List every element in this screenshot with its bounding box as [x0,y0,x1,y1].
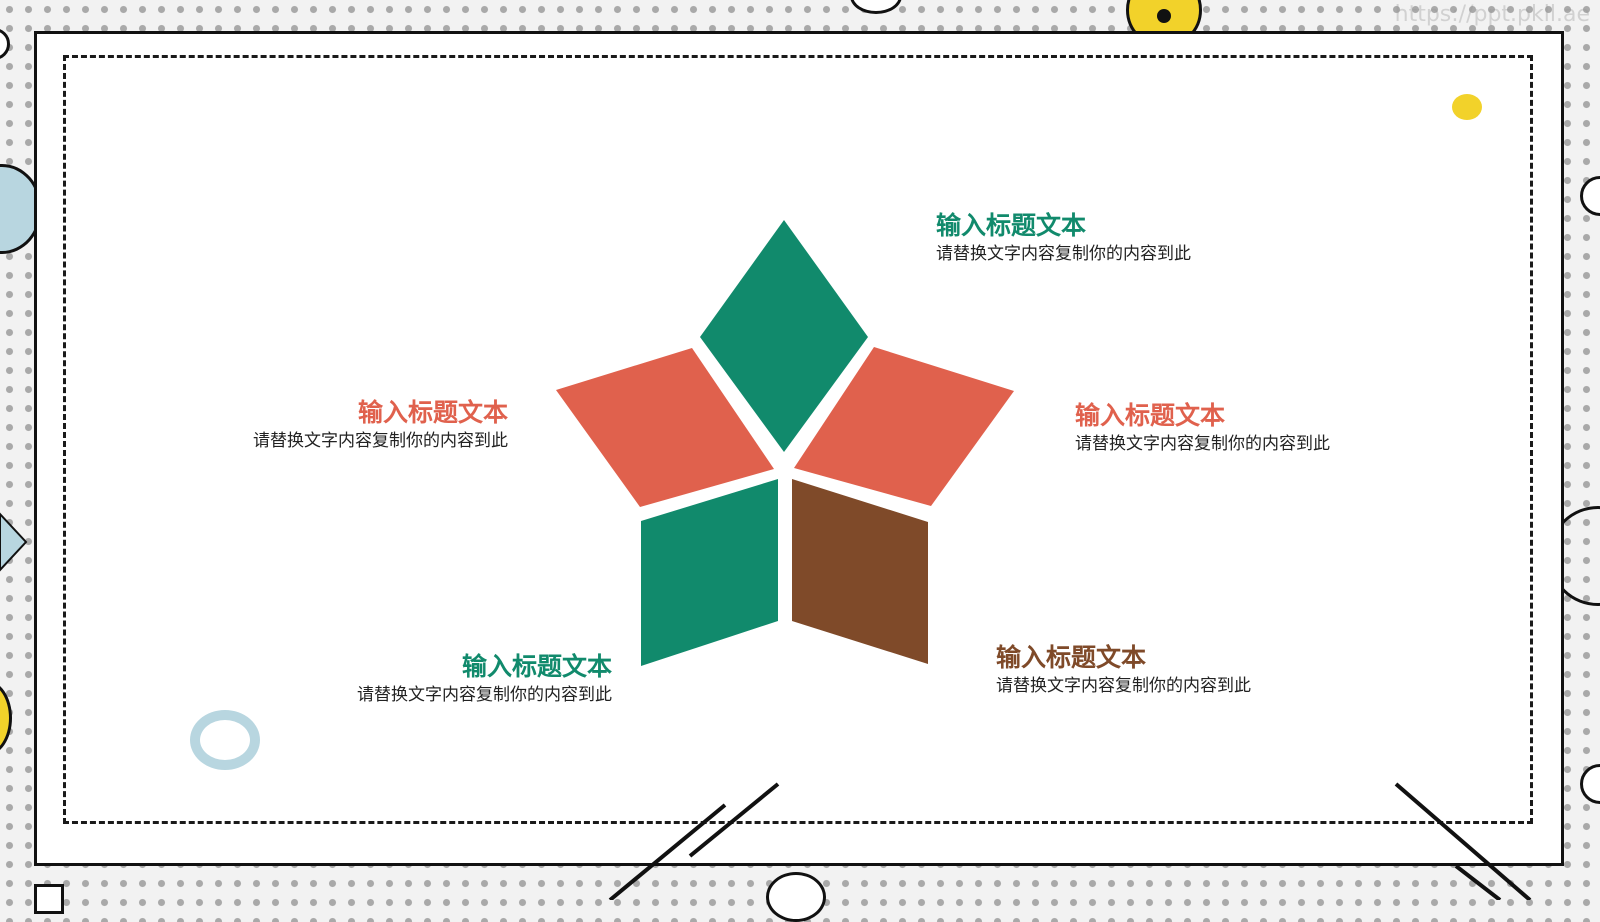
text-item-top-right: 输入标题文本 请替换文字内容复制你的内容到此 [936,210,1191,266]
item-text: 请替换文字内容复制你的内容到此 [357,685,612,705]
star-petal-right [794,347,1014,506]
text-item-left: 输入标题文本 请替换文字内容复制你的内容到此 [253,397,508,453]
blue-triangle-left [0,512,28,572]
item-text: 请替换文字内容复制你的内容到此 [936,244,1191,264]
yellow-dot-inner [1452,94,1482,120]
item-text: 请替换文字内容复制你的内容到此 [996,676,1251,696]
decorative-lines [608,782,1532,900]
text-item-right: 输入标题文本 请替换文字内容复制你的内容到此 [1075,400,1330,456]
item-title: 输入标题文本 [1075,401,1226,430]
slide-frame [34,31,1564,866]
item-title: 输入标题文本 [936,211,1087,240]
star-diagram [556,220,1014,666]
text-item-bottom-right: 输入标题文本 请替换文字内容复制你的内容到此 [996,642,1251,698]
yellow-circle-dot [1157,9,1171,23]
dashed-border [63,55,1533,824]
watermark-text: https://ppt.pkll.ae [1394,2,1590,27]
item-title: 输入标题文本 [461,652,612,681]
item-title: 输入标题文本 [357,398,508,427]
item-text: 请替换文字内容复制你的内容到此 [253,431,508,451]
item-title: 输入标题文本 [996,643,1147,672]
blue-ring-inner [190,710,260,770]
star-petal-bottom-left [641,479,778,666]
star-petal-bottom-right [792,479,928,664]
star-petal-top [700,220,868,452]
text-item-bottom-left: 输入标题文本 请替换文字内容复制你的内容到此 [357,651,612,707]
star-petal-left [556,348,774,507]
item-text: 请替换文字内容复制你的内容到此 [1075,434,1330,454]
